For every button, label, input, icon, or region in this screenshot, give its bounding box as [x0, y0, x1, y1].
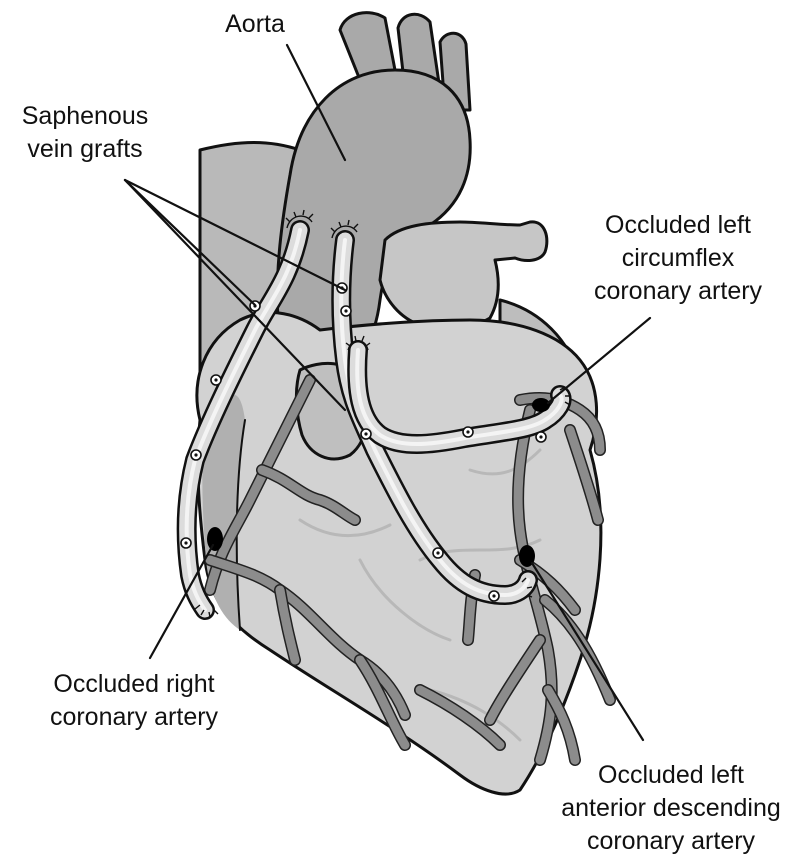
label-right-line1: Occluded right: [53, 670, 214, 698]
label-circumflex-line2: circumflex: [622, 244, 735, 272]
label-circumflex-line1: Occluded left: [605, 211, 751, 239]
label-saphenous-line1: Saphenous: [22, 102, 149, 130]
label-right-line2: coronary artery: [50, 703, 219, 731]
label-circumflex-line3: coronary artery: [594, 277, 763, 305]
label-lad-line1: Occluded left: [598, 761, 744, 789]
label-lad-line2: anterior descending: [561, 794, 781, 822]
label-saphenous-line2: vein grafts: [27, 135, 142, 163]
label-lad-line3: coronary artery: [587, 827, 756, 855]
occlusion-right-coronary: [207, 527, 223, 551]
occlusion-circumflex: [532, 398, 550, 412]
label-aorta: Aorta: [225, 10, 285, 38]
